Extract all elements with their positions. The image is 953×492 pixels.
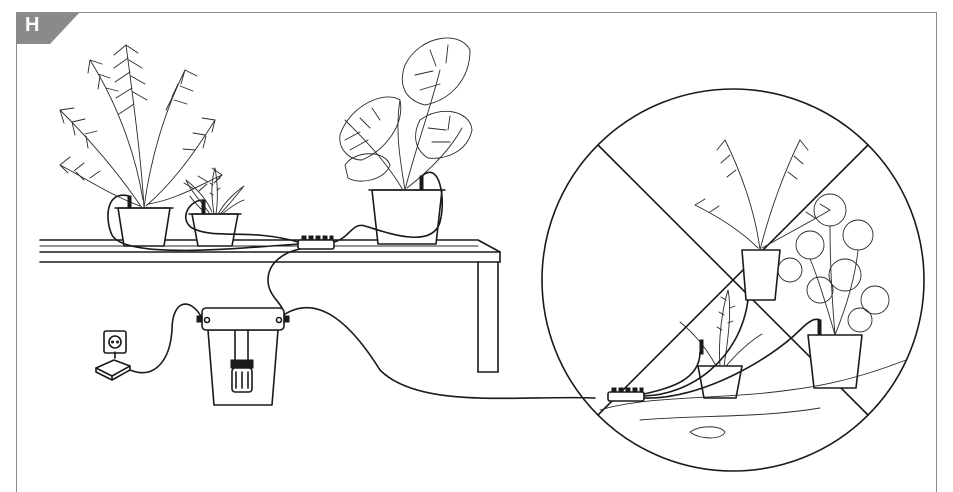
power-cable <box>130 304 202 373</box>
distributor-icon <box>298 236 334 249</box>
pilea-plant-icon <box>778 194 889 388</box>
palm-plant-icon <box>695 140 830 300</box>
power-socket-icon <box>104 331 126 353</box>
illustration <box>0 0 953 479</box>
tube-to-aloe <box>644 352 700 394</box>
tubes <box>108 172 595 398</box>
prohibited-icon <box>542 89 924 471</box>
distributor-icon <box>608 388 644 401</box>
table-surface <box>600 360 906 438</box>
monstera-plant-icon <box>340 38 472 244</box>
submersible-pump-icon <box>231 360 253 392</box>
power-adapter-icon <box>96 352 130 380</box>
